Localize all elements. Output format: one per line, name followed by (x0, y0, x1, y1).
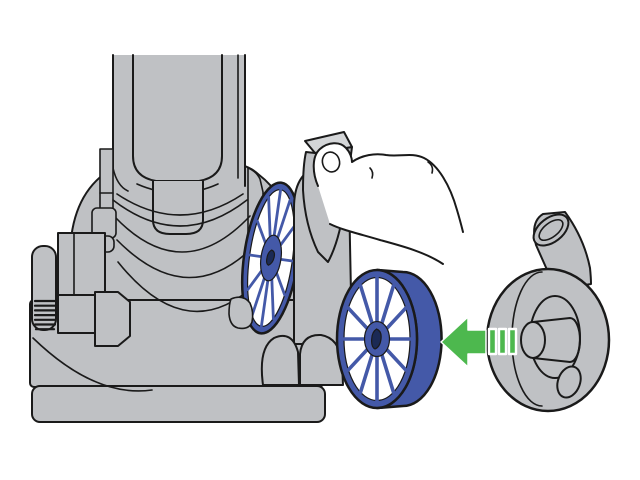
wheel-tab (228, 296, 254, 330)
direction-arrow (440, 316, 518, 368)
contour-line (116, 239, 259, 279)
thumbnail (321, 151, 341, 173)
drawing-root (29, 54, 611, 423)
contour-line (112, 199, 248, 227)
replacement-filter-wheel (335, 268, 443, 410)
wheel-keyhole (370, 328, 382, 350)
hand-outline-bottom (329, 223, 444, 265)
housing-bump (556, 365, 582, 399)
arrow-dash (507, 327, 518, 356)
duct-inner-cylinder (132, 54, 223, 182)
left-pill (31, 245, 57, 331)
hand-outline-top (312, 142, 464, 233)
contour-line (116, 193, 244, 216)
sole-plate (31, 385, 326, 423)
duct-mouth-inner (538, 218, 564, 242)
knuckle-crease (427, 161, 434, 174)
duct-lower-cylinder (152, 180, 204, 235)
hex-block (94, 291, 131, 347)
hand (312, 142, 464, 266)
finger-crease (369, 167, 374, 179)
mid-block (57, 294, 96, 334)
axle-boss-cylinder (532, 317, 581, 363)
contour-line (113, 215, 251, 253)
caster-foot-left (260, 334, 300, 386)
ribbed-vent (33, 299, 57, 331)
wheel-housing (485, 211, 611, 413)
arrow-left-icon (440, 316, 487, 368)
side-rail (99, 148, 114, 194)
vacuum-body (29, 54, 326, 423)
axle-boss-face (520, 321, 546, 359)
hand-fill (313, 143, 463, 266)
mounted-wheel-keyhole (265, 249, 276, 266)
contour-line (99, 192, 114, 209)
contour-line (247, 167, 264, 299)
bumper-swoop (32, 337, 153, 392)
left-block (57, 232, 106, 296)
arrow-dash (497, 327, 508, 356)
arrow-dash (487, 327, 498, 356)
arrow-dashes (487, 327, 518, 356)
mounted-filter-wheel (240, 181, 302, 335)
